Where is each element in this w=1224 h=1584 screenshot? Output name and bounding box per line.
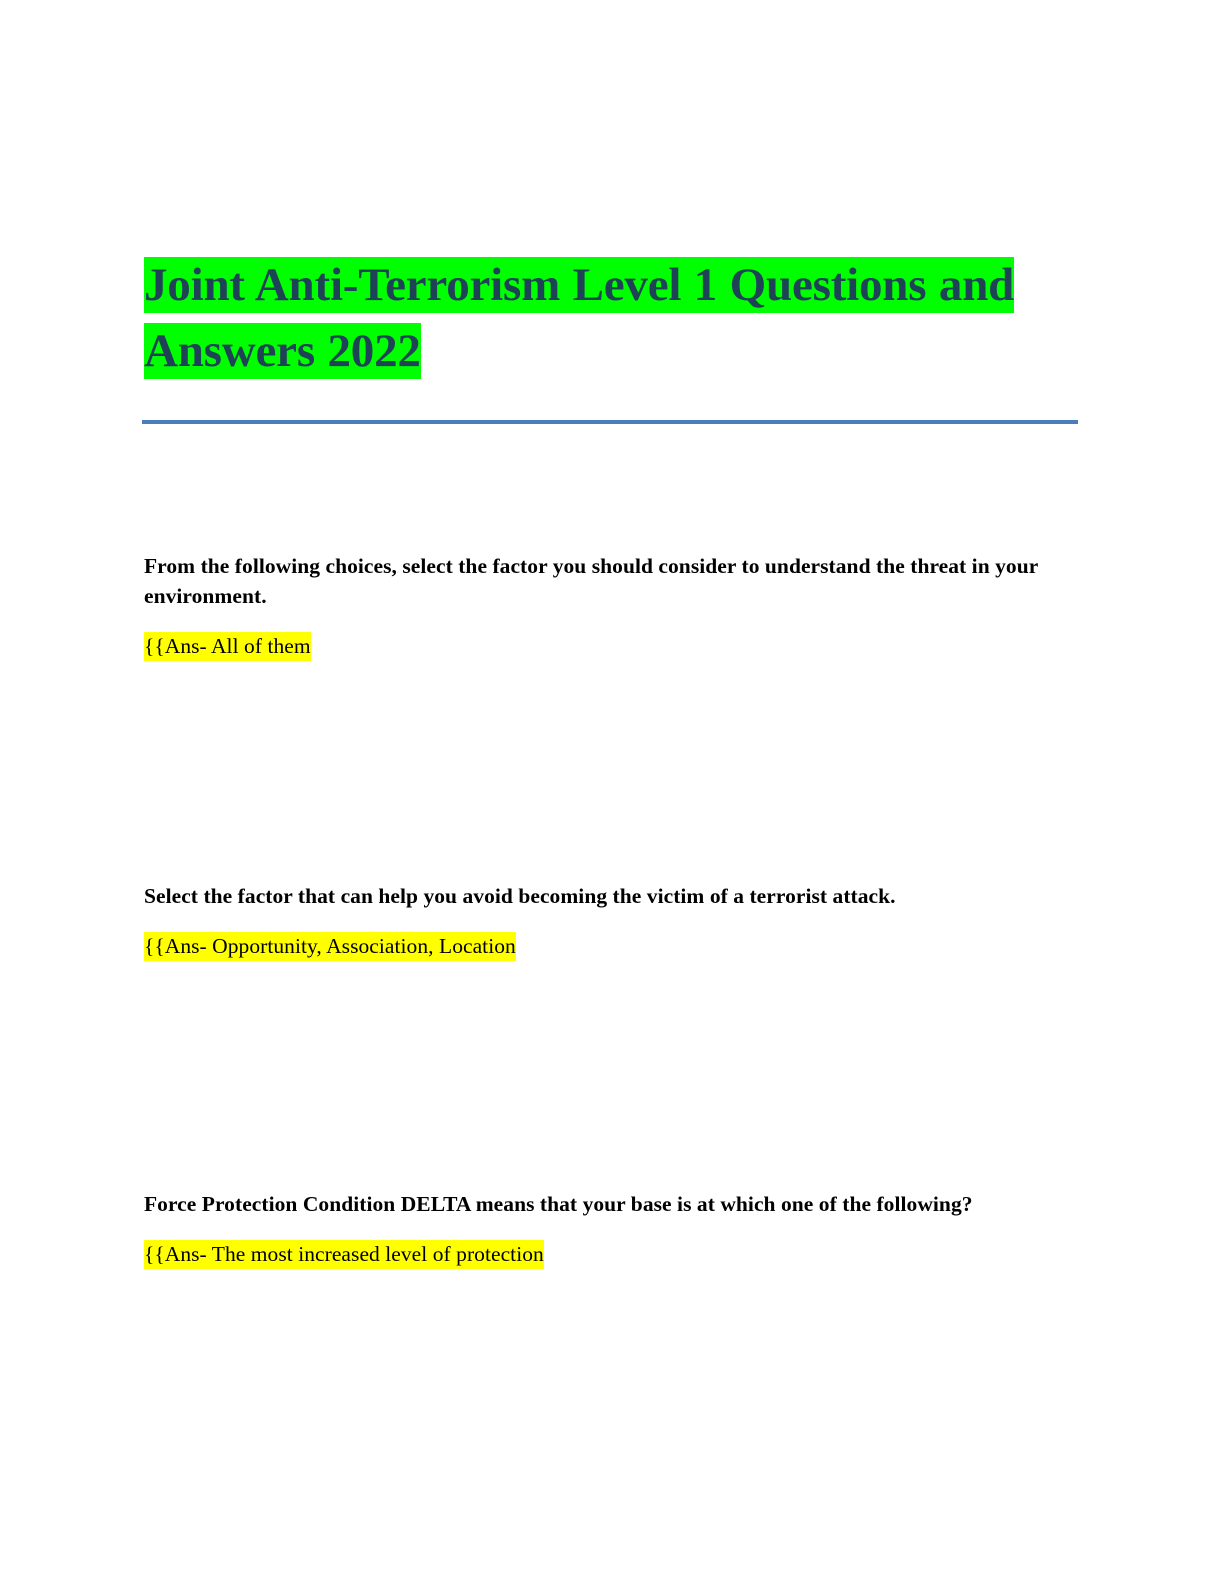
answer-line: {{Ans- All of them (144, 631, 1064, 661)
qa-list: From the following choices, select the f… (144, 551, 1064, 1269)
title-divider-rule (142, 420, 1078, 424)
title-block: Joint Anti-Terrorism Level 1 Questions a… (144, 252, 1084, 384)
answer-line: {{Ans- Opportunity, Association, Locatio… (144, 931, 1064, 961)
question-text: Select the factor that can help you avoi… (144, 884, 896, 908)
qa-block: Select the factor that can help you avoi… (144, 881, 1064, 961)
answer-text: {{Ans- All of them (144, 632, 311, 661)
page-title-text: Joint Anti-Terrorism Level 1 Questions a… (144, 257, 1015, 379)
page-title: Joint Anti-Terrorism Level 1 Questions a… (144, 252, 1084, 384)
question-text: Force Protection Condition DELTA means t… (144, 1192, 973, 1216)
answer-text: {{Ans- Opportunity, Association, Locatio… (144, 932, 516, 961)
answer-line: {{Ans- The most increased level of prote… (144, 1239, 1064, 1269)
answer-text: {{Ans- The most increased level of prote… (144, 1240, 544, 1269)
question-text: From the following choices, select the f… (144, 554, 1038, 608)
qa-block: Force Protection Condition DELTA means t… (144, 1189, 1064, 1269)
qa-block: From the following choices, select the f… (144, 551, 1064, 661)
